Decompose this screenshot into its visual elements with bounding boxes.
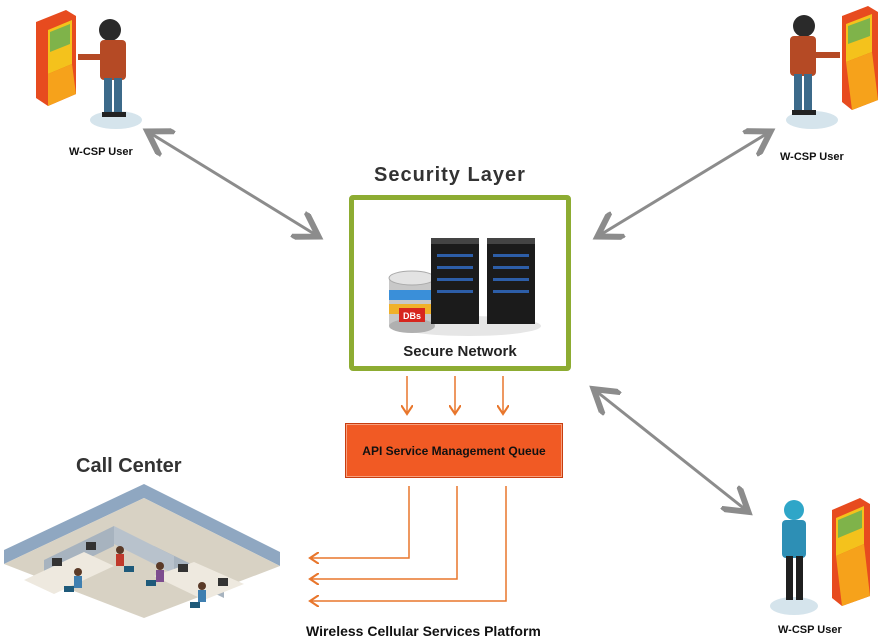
user-label-bottom-right: W-CSP User [778, 624, 842, 636]
server-tower-left [431, 238, 479, 324]
call-center-title: Call Center [76, 455, 182, 477]
user-label-top-right: W-CSP User [780, 151, 844, 163]
link-user-top-left [150, 133, 316, 235]
call-center-illustration [4, 484, 280, 618]
user-kiosk-illustration-top-left [36, 10, 142, 129]
platform-label: Wireless Cellular Services Platform [306, 623, 541, 639]
flow-out-1 [310, 486, 410, 558]
security-layer-title: Security Layer [374, 164, 526, 186]
link-user-bottom-right [596, 391, 746, 510]
user-kiosk-illustration-top-right [786, 6, 878, 129]
flow-out-2 [310, 486, 458, 579]
user-label-top-left: W-CSP User [69, 146, 133, 158]
api-service-queue-label: API Service Management Queue [362, 443, 546, 458]
db-label: DBs [403, 311, 421, 321]
api-service-queue-box: API Service Management Queue [345, 423, 563, 478]
flow-out-3 [310, 486, 507, 601]
link-user-top-right [600, 133, 768, 235]
database-icon: DBs [388, 270, 436, 333]
servers-icon: DBs [388, 238, 541, 336]
user-kiosk-illustration-bottom-right [770, 498, 870, 615]
server-tower-right [487, 238, 535, 324]
security-layer-box: DBs Secure Network [349, 195, 571, 371]
secure-network-label: Secure Network [403, 343, 517, 360]
